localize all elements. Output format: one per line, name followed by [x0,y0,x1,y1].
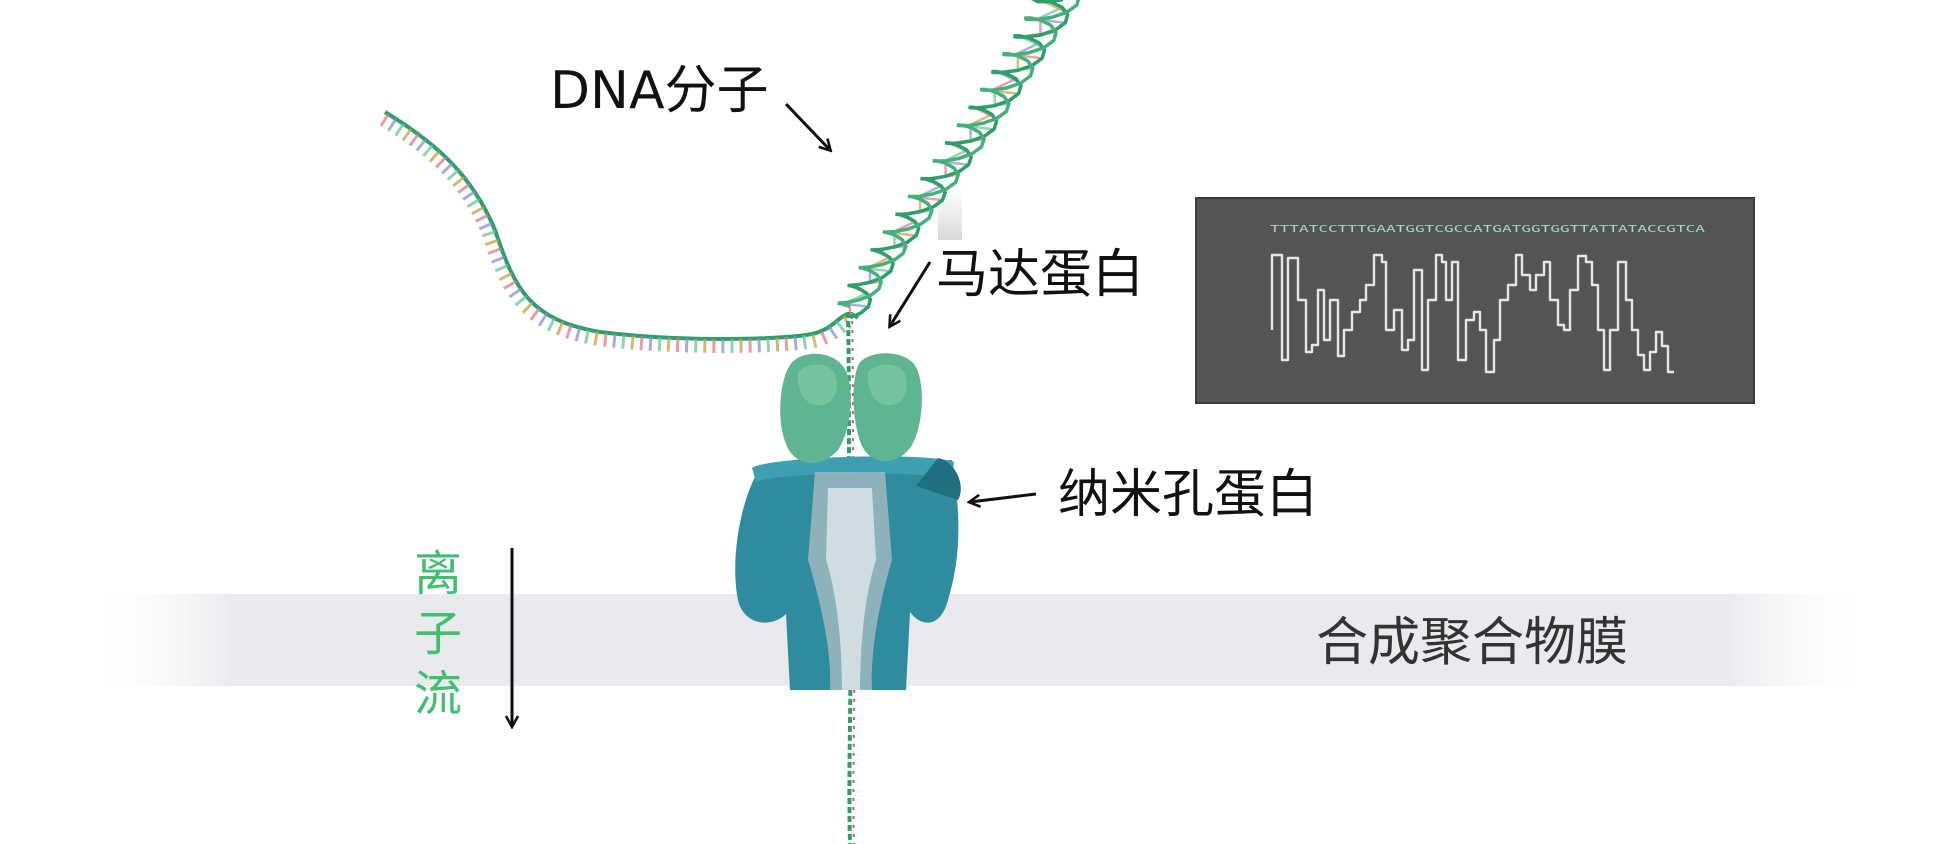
membrane-label: 合成聚合物膜 [1316,613,1628,673]
faded-down-arrow-icon [938,188,962,240]
dna-molecule-label: DNA分子 [550,61,769,121]
base-sequence-text: TTTATCCTTTGAATGGTCGCCATGATGGTGGTTATTATAC… [1270,224,1705,235]
nanopore-protein [735,456,961,690]
current-signal-trace [1270,253,1674,374]
dna-double-helix [837,0,1081,320]
signal-readout-panel: TTTATCCTTTGAATGGTCGCCATGATGGTGGTTATTATAC… [1195,197,1755,404]
dna-single-strand [379,110,860,354]
ion-flow-char-1: 离 [414,546,462,602]
ion-flow-char-2: 子 [414,606,462,662]
dna-label-arrow-icon [784,102,830,150]
label-arrows [784,102,1037,502]
motor-protein [780,353,922,463]
motor-protein-label: 马达蛋白 [936,245,1144,305]
nanopore-label-arrow-icon [970,492,1037,502]
synthetic-polymer-membrane [90,594,1870,686]
motor-label-arrow-icon [890,261,932,326]
ion-flow-char-3: 流 [414,666,462,722]
nanopore-protein-label: 纳米孔蛋白 [1058,465,1318,525]
